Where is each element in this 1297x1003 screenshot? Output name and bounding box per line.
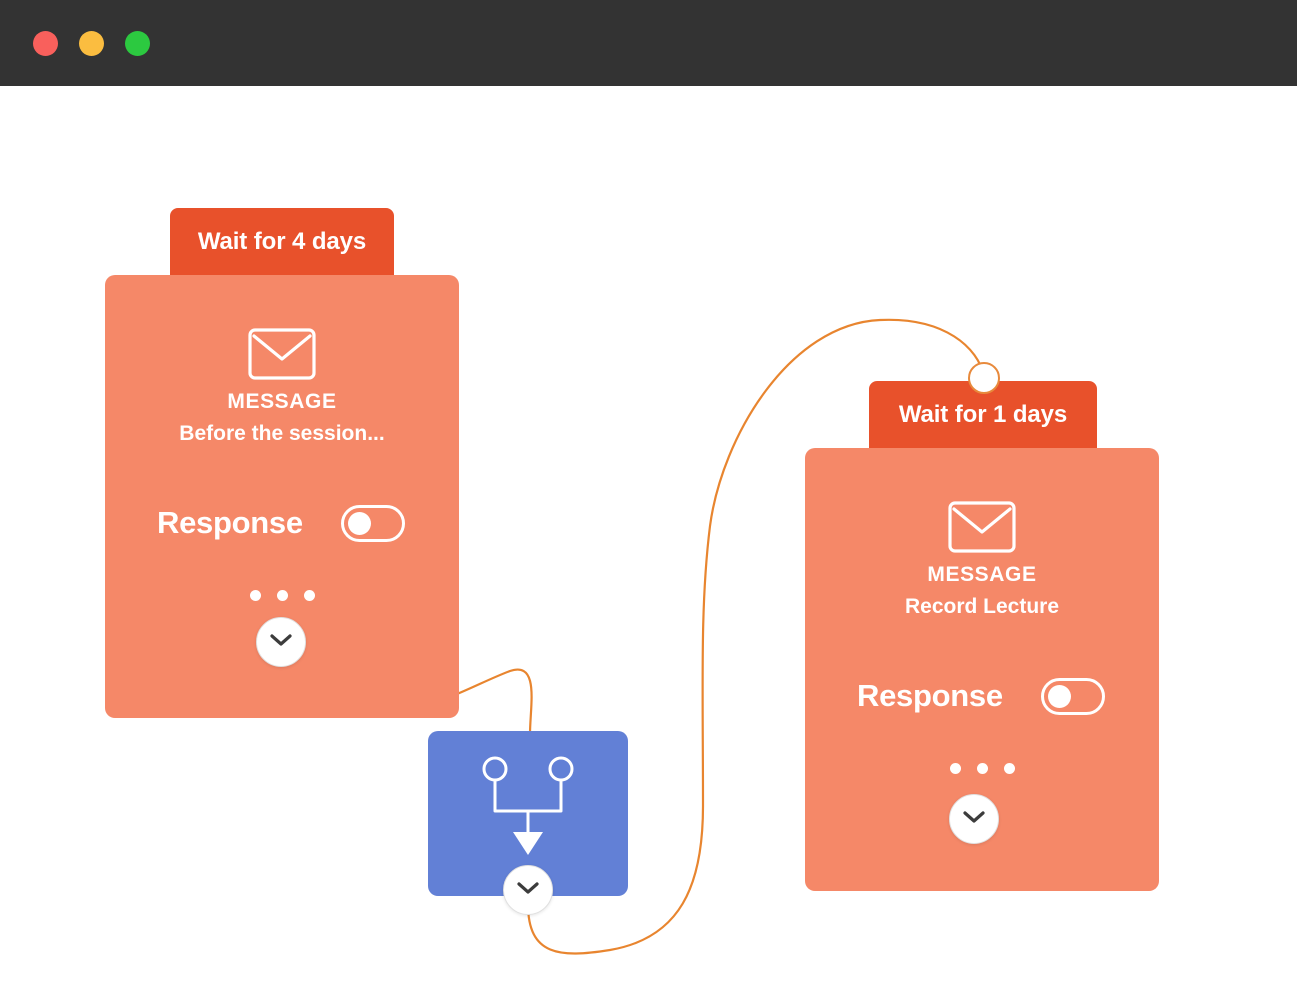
response-label: Response [157,505,303,540]
pager-dot[interactable] [249,590,261,601]
node-kind-label: MESSAGE [927,563,1037,586]
node-header-label: Wait for 1 days [898,401,1068,428]
pager-dot[interactable] [976,763,988,774]
envelope-icon [948,501,1016,558]
window-close-button[interactable] [33,30,58,56]
node-header-wait[interactable]: Wait for 4 days [170,208,394,283]
node-body[interactable]: MESSAGE Record Lecture Response [805,448,1159,891]
chevron-down-icon [517,881,539,900]
chevron-down-icon [963,810,985,829]
envelope-icon [248,328,316,385]
response-toggle[interactable] [341,504,405,542]
pager-dots[interactable] [805,763,1159,774]
response-toggle-knob [348,511,371,535]
expand-node-button[interactable] [949,794,999,844]
response-row[interactable]: Response [857,676,1105,716]
response-row[interactable]: Response [157,503,405,543]
chevron-down-icon [270,633,292,652]
expand-node-button[interactable] [503,865,553,915]
node-subtitle: Before the session... [179,422,385,445]
pager-dot[interactable] [1003,763,1015,774]
response-toggle[interactable] [1041,677,1105,715]
response-toggle-knob [1048,684,1071,708]
response-label: Response [857,678,1003,713]
window-minimize-button[interactable] [79,30,104,56]
pager-dot[interactable] [276,590,288,601]
pager-dots[interactable] [105,590,459,601]
window-titlebar [0,0,1297,86]
merge-arrow-icon [480,756,576,864]
node-inbound-port[interactable] [968,362,1000,394]
node-subtitle: Record Lecture [904,595,1060,618]
flow-canvas[interactable]: Wait for 4 days MESSAGE Before the sessi… [0,86,1297,1003]
pager-dot[interactable] [949,763,961,774]
window-maximize-button[interactable] [125,30,150,56]
pager-dot[interactable] [303,590,315,601]
node-kind-label: MESSAGE [227,390,337,413]
expand-node-button[interactable] [256,617,306,667]
node-header-label: Wait for 4 days [197,228,367,255]
